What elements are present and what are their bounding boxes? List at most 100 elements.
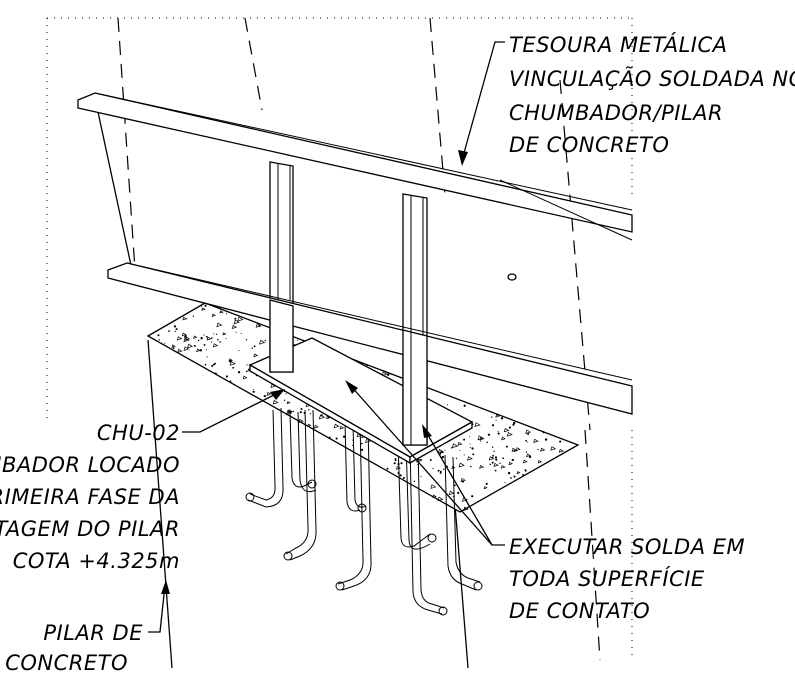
- concrete-speckle: [429, 459, 432, 461]
- concrete-speckle: [441, 455, 445, 459]
- concrete-speckle: [528, 455, 532, 459]
- concrete-speckle: [399, 474, 402, 477]
- concrete-speckle: [299, 411, 302, 414]
- concrete-speckle: [525, 451, 528, 453]
- concrete-speckle: [173, 325, 177, 328]
- concrete-speckle: [503, 428, 510, 433]
- concrete-speckle: [219, 310, 224, 314]
- concrete-speckle: [214, 362, 217, 365]
- concrete-speckle: [444, 449, 446, 451]
- concrete-speckle: [421, 490, 423, 492]
- concrete-speckle: [222, 312, 224, 314]
- concrete-speckle: [502, 457, 505, 460]
- concrete-speckle: [174, 330, 176, 333]
- concrete-speckle: [164, 342, 166, 344]
- concrete-speckle: [515, 447, 521, 452]
- concrete-speckle: [318, 414, 326, 420]
- label-chumbador-line4: ETAGEM DO PILAR: [0, 517, 180, 541]
- concrete-speckle: [240, 332, 242, 334]
- concrete-speckle: [285, 393, 287, 395]
- post-lower-parts: [269, 299, 428, 446]
- concrete-speckle: [386, 467, 389, 470]
- concrete-speckle: [360, 448, 364, 452]
- concrete-speckle: [492, 454, 494, 457]
- steel-truss: [77, 92, 633, 415]
- concrete-speckle: [298, 418, 304, 424]
- concrete-speckle: [463, 454, 465, 456]
- anchor-bars: [245, 407, 483, 616]
- concrete-speckle: [175, 328, 178, 331]
- concrete-speckle: [497, 432, 500, 435]
- concrete-speckle: [522, 474, 525, 477]
- concrete-speckle: [489, 463, 492, 466]
- label-solda-line3: DE CONTATO: [509, 599, 650, 623]
- concrete-speckle: [400, 462, 403, 465]
- concrete-speckle: [420, 475, 422, 477]
- concrete-speckle: [235, 331, 237, 333]
- concrete-speckle: [232, 366, 235, 369]
- concrete-speckle: [494, 469, 497, 472]
- concrete-speckle: [495, 414, 500, 418]
- concrete-speckle: [495, 419, 497, 421]
- concrete-speckle: [193, 344, 196, 347]
- concrete-speckle: [158, 339, 160, 341]
- concrete-speckle: [537, 448, 539, 451]
- concrete-speckle: [186, 318, 188, 320]
- concrete-speckle: [461, 480, 465, 483]
- concrete-speckle: [487, 433, 491, 436]
- concrete-speckle: [508, 461, 514, 466]
- concrete-speckle: [272, 399, 279, 405]
- concrete-speckle: [527, 441, 529, 443]
- concrete-speckle: [288, 410, 292, 413]
- concrete-speckle: [205, 349, 208, 351]
- column-dotted-outline: [46, 17, 633, 660]
- concrete-speckle: [205, 335, 208, 338]
- concrete-speckle: [472, 453, 475, 456]
- concrete-speckle: [485, 482, 488, 485]
- concrete-speckle: [308, 409, 310, 411]
- concrete-speckle: [352, 444, 354, 447]
- concrete-speckle: [226, 313, 228, 315]
- concrete-speckle: [266, 391, 272, 396]
- concrete-speckle: [339, 425, 345, 430]
- concrete-speckle: [497, 430, 499, 432]
- concrete-speckle: [182, 316, 188, 321]
- concrete-speckle: [229, 361, 232, 363]
- concrete-speckle: [512, 423, 515, 426]
- concrete-speckle: [187, 343, 194, 349]
- concrete-speckle: [533, 438, 539, 443]
- concrete-speckle: [206, 356, 208, 358]
- concrete-speckle: [200, 305, 203, 307]
- concrete-speckle: [457, 441, 463, 446]
- concrete-speckle: [443, 468, 445, 470]
- concrete-speckle: [432, 467, 434, 470]
- concrete-speckle: [252, 390, 255, 393]
- concrete-speckle: [504, 482, 506, 484]
- concrete-speckle: [225, 375, 228, 378]
- concrete-speckle: [245, 370, 248, 373]
- concrete-speckle: [544, 438, 548, 441]
- label-pilar: PILAR DE CONCRETO: [5, 621, 143, 674]
- concrete-speckle: [537, 459, 543, 464]
- concrete-speckle: [491, 424, 495, 427]
- concrete-speckle: [510, 477, 512, 479]
- concrete-speckle: [157, 334, 160, 337]
- concrete-speckle: [300, 408, 303, 410]
- concrete-speckle: [253, 345, 256, 348]
- concrete-speckle: [511, 458, 514, 462]
- concrete-speckle: [526, 453, 532, 458]
- concrete-speckle: [494, 456, 498, 459]
- concrete-speckle: [469, 443, 471, 445]
- concrete-speckle: [259, 339, 266, 345]
- concrete-speckle: [463, 438, 466, 441]
- concrete-speckle: [204, 363, 207, 366]
- label-chumbador-line3: PRIMEIRA FASE DA: [0, 485, 180, 509]
- concrete-speckle: [393, 462, 396, 465]
- concrete-speckle: [286, 401, 291, 405]
- concrete-speckle: [203, 334, 205, 336]
- concrete-speckle: [558, 448, 565, 453]
- label-tesoura-line4: DE CONCRETO: [509, 133, 669, 157]
- concrete-speckle: [513, 421, 516, 425]
- concrete-speckle: [439, 471, 442, 474]
